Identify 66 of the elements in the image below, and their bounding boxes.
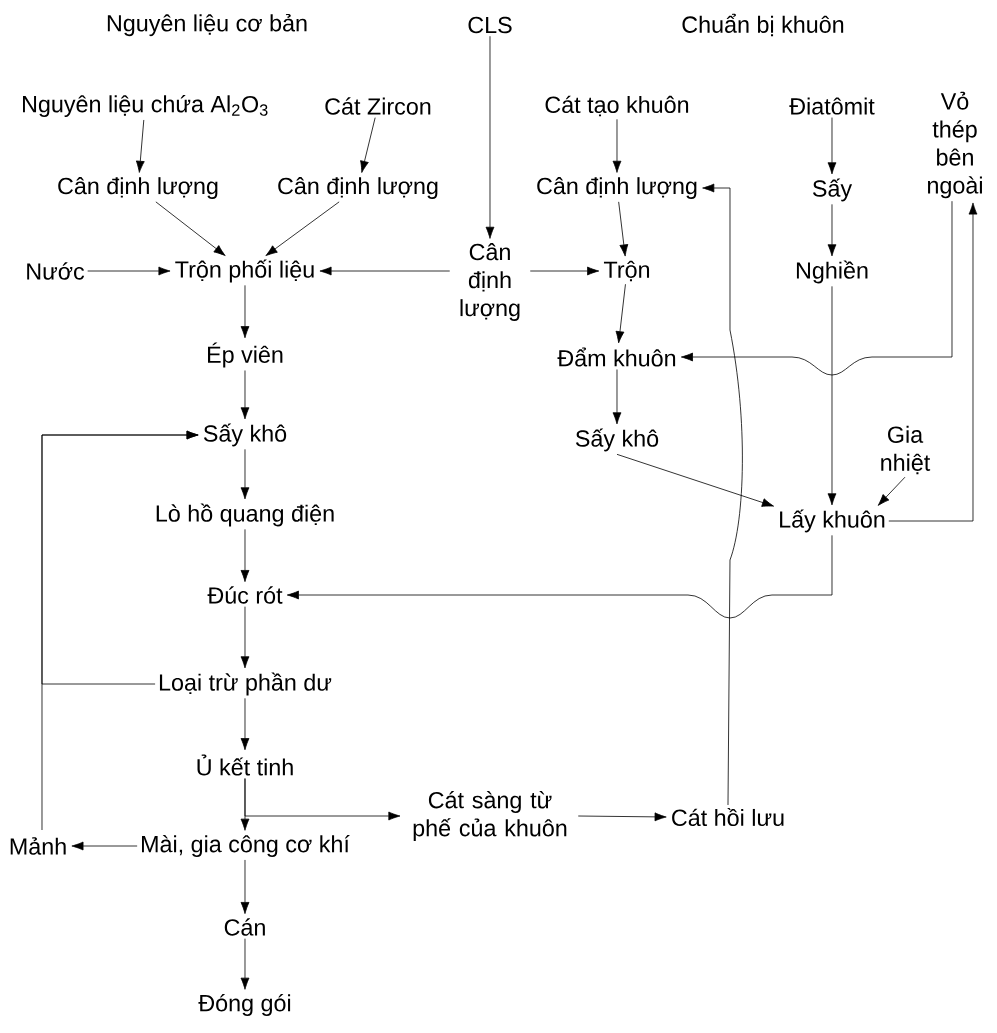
process-step-text: Vỏ thép bên ngoài <box>928 91 982 199</box>
arrow <box>240 448 250 500</box>
arrow <box>87 266 171 276</box>
process-step-text: Cân định lượng <box>537 177 697 199</box>
arrow <box>240 859 250 914</box>
process-step-text: Cát Zircon <box>325 97 431 115</box>
process-step-text: Đúc rót <box>207 586 283 604</box>
arrow <box>680 200 953 376</box>
process-step-text: Ép viên <box>208 342 283 368</box>
arrow <box>240 938 250 990</box>
arrow <box>485 35 495 239</box>
process-step-text: Lò hồ quang điện <box>156 503 334 527</box>
arrow <box>877 476 906 506</box>
arrow <box>612 118 622 173</box>
process-step-text: Trộn <box>603 260 650 282</box>
arrow <box>702 183 743 806</box>
arrow <box>888 202 978 522</box>
process-step-text: Nghiền <box>796 260 868 284</box>
arrow <box>240 284 250 339</box>
arrow <box>577 812 667 822</box>
arrow <box>41 430 199 831</box>
process-step-text: Ủ kết tinh <box>197 754 293 776</box>
arrow <box>827 203 837 257</box>
process-step-text: Lấy khuôn <box>780 509 885 533</box>
process-step-text: Điatômit <box>789 97 875 115</box>
arrow <box>240 697 250 751</box>
arrow <box>155 201 226 256</box>
process-step-text: Nguyên liệu chứa Al$_{2}$O$_{3}$ <box>23 95 268 118</box>
process-step-text: Trộn phối liệu <box>175 259 314 283</box>
arrow <box>827 117 837 175</box>
process-step-text: Đóng gói <box>198 994 291 1017</box>
arrow <box>529 266 600 276</box>
arrow <box>244 778 401 821</box>
arrow <box>616 453 774 507</box>
arrow <box>240 606 250 669</box>
process-step-text: Cân định lượng <box>58 177 218 199</box>
arrow <box>265 201 340 257</box>
process-step-text: Cát hồi lưu <box>672 807 784 827</box>
arrow <box>240 370 250 420</box>
column-heading: Nguyên liệu cơ bản <box>107 13 307 37</box>
process-step-text: Cán <box>224 918 265 936</box>
process-step-text: Đẩm khuôn <box>557 347 676 367</box>
arrow <box>319 266 451 276</box>
process-step-text: Mài, gia công cơ khí <box>142 835 350 858</box>
arrow <box>71 841 138 851</box>
process-step-text: Gia nhiệt <box>881 425 931 475</box>
process-step-text: Cát sàng từ phế của khuôn <box>413 791 567 842</box>
process-step-text: Nước <box>27 262 85 280</box>
process-step-text: Cân định lượng <box>278 177 438 199</box>
arrow <box>618 201 629 257</box>
arrow <box>612 369 622 425</box>
process-step-text: Cân định lượng <box>460 243 520 321</box>
process-step-text: Sấy khô <box>203 423 287 447</box>
arrow <box>360 117 376 173</box>
process-step-text: Loại trừ phần dư <box>159 672 332 696</box>
arrow <box>827 285 837 506</box>
arrow <box>286 534 833 619</box>
process-step-text: Cát tạo khuôn <box>545 95 689 117</box>
arrow <box>135 119 145 173</box>
process-step-text: Mảnh <box>10 837 66 855</box>
process-step-text: CLS <box>468 16 512 34</box>
process-step-text: Sấy <box>812 178 853 202</box>
column-heading: Chuẩn bị khuôn <box>682 13 844 37</box>
arrow <box>615 283 626 344</box>
process-step-text: Sấy khô <box>575 428 659 452</box>
arrow <box>240 528 250 582</box>
